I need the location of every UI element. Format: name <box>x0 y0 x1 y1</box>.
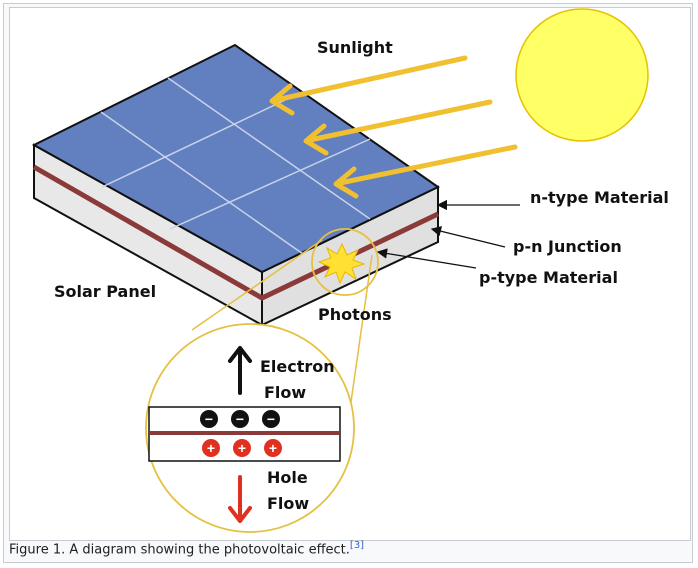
hole-flow-arrow <box>228 475 252 523</box>
photons-label: Photons <box>318 305 392 324</box>
sunlight-label: Sunlight <box>317 38 393 57</box>
hole-symbol: + <box>238 440 246 456</box>
caption-reference-link[interactable]: [3] <box>349 540 365 551</box>
pn-junction-label: p-n Junction <box>513 237 622 256</box>
hole-symbol: + <box>269 440 277 456</box>
panel-grid <box>100 77 371 255</box>
hole-charge <box>264 439 282 457</box>
layer-pointers <box>376 199 520 269</box>
hole-symbol: + <box>207 440 215 456</box>
electron-charge <box>231 410 249 428</box>
solar-panel-label: Solar Panel <box>54 282 156 301</box>
n-type-label: n-type Material <box>530 188 669 207</box>
hole-charge <box>233 439 251 457</box>
sunlight-arrows <box>269 55 518 199</box>
hole-charge <box>202 439 220 457</box>
caption-text: Figure 1. A diagram showing the photovol… <box>9 542 350 558</box>
electron-symbol: − <box>267 411 275 427</box>
hole-label: Hole <box>267 468 308 487</box>
electron-symbol: − <box>236 411 244 427</box>
electron-symbol: − <box>205 411 213 427</box>
hole-flow-label: Flow <box>267 494 309 513</box>
electron-flow-label: Flow <box>264 383 306 402</box>
electrons: − − − <box>200 410 280 428</box>
electron-charge <box>262 410 280 428</box>
figure-caption: Figure 1. A diagram showing the photovol… <box>9 540 364 557</box>
electron-label: Electron <box>260 357 335 376</box>
electron-charge <box>200 410 218 428</box>
zoom-origin-circle <box>311 228 379 296</box>
holes: + + + <box>202 439 282 457</box>
electron-flow-arrow <box>228 346 252 395</box>
photon-burst <box>317 242 366 285</box>
p-type-label: p-type Material <box>479 268 618 287</box>
sun <box>515 8 649 142</box>
pn-junction-line <box>32 164 440 301</box>
